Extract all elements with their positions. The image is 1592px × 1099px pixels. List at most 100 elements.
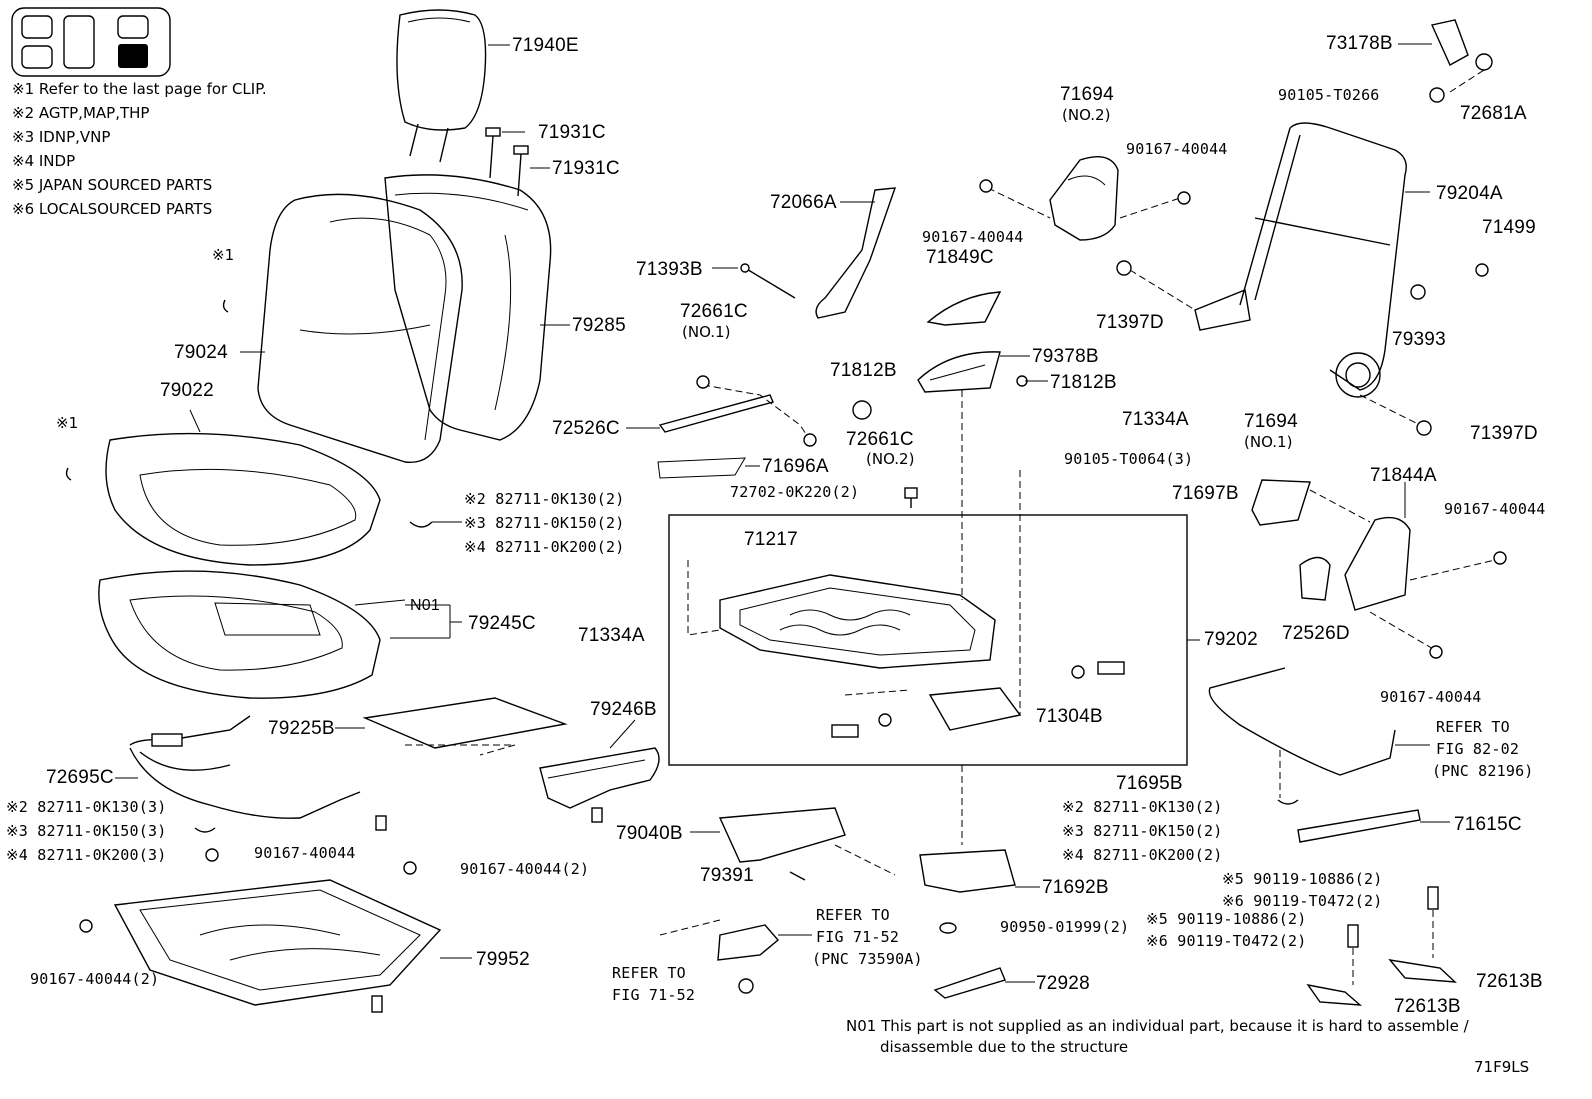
refer-note[interactable]: REFER TO (816, 906, 890, 924)
part-label-79285[interactable]: 79285 (572, 315, 626, 336)
seat-position-icon (11, 7, 171, 77)
part-label-79245C[interactable]: 79245C (468, 613, 536, 634)
part-qualifier: (NO.1) (682, 323, 731, 341)
part-label-82711[interactable]: ※2 82711-0K130(2) (1062, 798, 1223, 816)
part-label-71499[interactable]: 71499 (1482, 217, 1536, 238)
wire-harness-drawing (1208, 667, 1430, 805)
part-label-72681A[interactable]: 72681A (1460, 103, 1527, 124)
part-label-90105-T0266[interactable]: 90105-T0266 (1278, 86, 1380, 104)
part-label-71397D[interactable]: 71397D (1096, 312, 1164, 333)
part-label-79040B[interactable]: 79040B (616, 823, 683, 844)
part-label-79378B[interactable]: 79378B (1032, 346, 1099, 367)
part-label-71940E[interactable]: 71940E (512, 35, 579, 56)
part-label-72613B[interactable]: 72613B (1476, 971, 1543, 992)
part-label-79393[interactable]: 79393 (1392, 329, 1446, 350)
part-label-71696A[interactable]: 71696A (762, 456, 829, 477)
part-label-71334A[interactable]: 71334A (1122, 409, 1189, 430)
part-qualifier: (NO.1) (1244, 433, 1293, 451)
part-label-72928[interactable]: 72928 (1036, 973, 1090, 994)
part-label-71849C[interactable]: 71849C (926, 247, 994, 268)
part-label-82711[interactable]: ※4 82711-0K200(2) (464, 538, 625, 556)
part-label-71695B[interactable]: 71695B (1116, 773, 1183, 794)
part-label-71694[interactable]: 71694 (1060, 84, 1114, 105)
part-label-71697B[interactable]: 71697B (1172, 483, 1239, 504)
part-label-72661C[interactable]: 72661C (680, 301, 748, 322)
part-label-90119[interactable]: ※5 90119-10886(2) (1222, 870, 1383, 888)
bracket-drawing (690, 807, 896, 881)
refer-note[interactable]: FIG 82-02 (1436, 740, 1520, 758)
part-label-72695C[interactable]: 72695C (46, 767, 114, 788)
part-label-72613B[interactable]: 72613B (1394, 996, 1461, 1017)
part-label-90167-40044[interactable]: 90167-40044 (922, 228, 1024, 246)
part-label-82711[interactable]: ※4 82711-0K200(2) (1062, 846, 1223, 864)
part-label-90167-40044[interactable]: 90167-40044 (254, 844, 356, 862)
part-label-79022[interactable]: 79022 (160, 380, 214, 401)
seatback-frame-drawing (1116, 122, 1489, 436)
part-label-71812B[interactable]: 71812B (1050, 372, 1117, 393)
legend-note: ※6 LOCALSOURCED PARTS (12, 200, 213, 218)
legend-note: ※2 AGTP,MAP,THP (12, 104, 150, 122)
part-label-90167-40044[interactable]: 90167-40044 (1444, 500, 1546, 518)
part-label-79202[interactable]: 79202 (1204, 629, 1258, 650)
part-label-71615C[interactable]: 71615C (1454, 814, 1522, 835)
scuff-strip-drawing (1297, 809, 1450, 843)
part-label-82711[interactable]: ※3 82711-0K150(2) (464, 514, 625, 532)
trim-drawing (933, 967, 1035, 999)
part-label-82711[interactable]: ※2 82711-0K130(3) (6, 798, 167, 816)
part-label-90119[interactable]: ※6 90119-T0472(2) (1146, 932, 1307, 950)
clip-drawing (65, 299, 462, 528)
part-label-90119[interactable]: ※6 90119-T0472(2) (1222, 892, 1383, 910)
part-label-90167-40044[interactable]: 90167-40044 (1126, 140, 1228, 158)
refer-note[interactable]: (PNC 82196) (1432, 762, 1534, 780)
part-label-71931C[interactable]: 71931C (552, 158, 620, 179)
part-label-71844A[interactable]: 71844A (1370, 465, 1437, 486)
refer-note[interactable]: REFER TO (612, 964, 686, 982)
part-label-72661C[interactable]: 72661C (846, 429, 914, 450)
part-label-79024[interactable]: 79024 (174, 342, 228, 363)
part-label-79225B[interactable]: 79225B (268, 718, 335, 739)
part-qualifier: (NO.2) (1062, 106, 1111, 124)
part-label-72066A[interactable]: 72066A (770, 192, 837, 213)
part-label-72526C[interactable]: 72526C (552, 418, 620, 439)
part-label-71397D[interactable]: 71397D (1470, 423, 1538, 444)
part-label-90167-40044[interactable]: 90167-40044(2) (460, 860, 590, 878)
part-label-82711[interactable]: ※3 82711-0K150(2) (1062, 822, 1223, 840)
refer-note[interactable]: REFER TO (1436, 718, 1510, 736)
part-label-N01[interactable]: N01 (410, 597, 440, 614)
mount-bracket-drawing (1306, 886, 1457, 1006)
part-label-71812B[interactable]: 71812B (830, 360, 897, 381)
refer-note[interactable]: FIG 71-52 (612, 986, 696, 1004)
part-label-90167-40044[interactable]: 90167-40044 (1380, 688, 1482, 706)
side-bracket-drawing (919, 765, 1040, 934)
part-label-71931C[interactable]: 71931C (538, 122, 606, 143)
part-label-82711[interactable]: ※2 82711-0K130(2) (464, 490, 625, 508)
part-label-72702-0K220[interactable]: 72702-0K220(2) (730, 483, 860, 501)
part-label-71334A[interactable]: 71334A (578, 625, 645, 646)
part-label-82711[interactable]: ※3 82711-0K150(3) (6, 822, 167, 840)
part-label-90119[interactable]: ※5 90119-10886(2) (1146, 910, 1307, 928)
part-label-73178B[interactable]: 73178B (1326, 33, 1393, 54)
part-label-71694[interactable]: 71694 (1244, 411, 1298, 432)
part-label-71692B[interactable]: 71692B (1042, 877, 1109, 898)
part-label-79246B[interactable]: 79246B (590, 699, 657, 720)
footnote: disassemble due to the structure (880, 1038, 1129, 1056)
part-label-79952[interactable]: 79952 (476, 949, 530, 970)
part-label-71304B[interactable]: 71304B (1036, 706, 1103, 727)
side-cover-drawing (539, 719, 660, 809)
part-label-71217[interactable]: 71217 (744, 529, 798, 550)
seat-cushion-cover-drawing (105, 409, 381, 566)
part-label-90167-40044[interactable]: 90167-40044(2) (30, 970, 160, 988)
refer-note[interactable]: (PNC 73590A) (812, 950, 923, 968)
part-label-90105-T0064[interactable]: 90105-T0064(3) (1064, 450, 1194, 468)
refer-note[interactable]: FIG 71-52 (816, 928, 900, 946)
part-label-79204A[interactable]: 79204A (1436, 183, 1503, 204)
part-label-82711[interactable]: ※4 82711-0K200(3) (6, 846, 167, 864)
part-label-90950-01999[interactable]: 90950-01999(2) (1000, 918, 1130, 936)
part-label-71393B[interactable]: 71393B (636, 259, 703, 280)
clip-note: ※1 (56, 414, 79, 432)
inner-cover-drawing (852, 291, 1048, 420)
part-label-72526D[interactable]: 72526D (1282, 623, 1350, 644)
part-label-79391[interactable]: 79391 (700, 865, 754, 886)
